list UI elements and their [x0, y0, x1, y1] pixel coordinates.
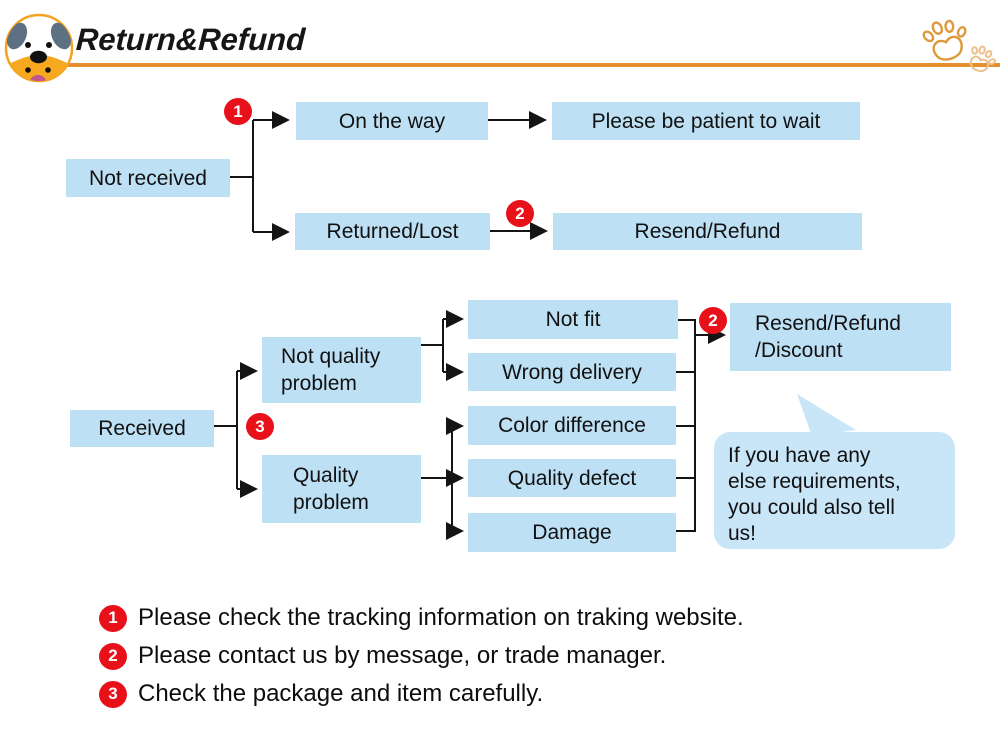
node-not-fit: Not fit	[468, 300, 678, 339]
step-badge-2-outcome: 2	[699, 307, 727, 334]
node-please-be-patient: Please be patient to wait	[552, 102, 860, 140]
paw-prints-icon	[922, 19, 997, 73]
node-on-the-way: On the way	[296, 102, 488, 140]
node-not-quality-problem: Not quality problem	[262, 337, 421, 403]
speech-bubble-line: us!	[728, 522, 757, 545]
node-returned-lost: Returned/Lost	[295, 213, 490, 250]
node-color-difference: Color difference	[468, 406, 676, 445]
node-damage: Damage	[468, 513, 676, 552]
legend-text-2: Please contact us by message, or trade m…	[138, 642, 667, 669]
speech-bubble-line: you could also tell	[728, 496, 895, 519]
node-quality-defect: Quality defect	[468, 459, 676, 497]
legend-badge-1: 1	[99, 604, 127, 632]
speech-bubble-tail	[797, 394, 856, 436]
node-received: Received	[70, 410, 214, 447]
speech-bubble-line: else requirements,	[728, 470, 901, 493]
node-quality-problem: Quality problem	[262, 455, 421, 523]
speech-bubble-line: If you have any	[728, 444, 871, 467]
node-wrong-delivery: Wrong delivery	[468, 353, 676, 391]
legend-badge-3: 3	[99, 680, 127, 708]
step-badge-1: 1	[224, 98, 252, 125]
speech-bubble: If you have any else requirements, you c…	[714, 432, 955, 549]
node-resend-refund: Resend/Refund	[553, 213, 862, 250]
step-badge-2: 2	[506, 200, 534, 227]
node-resend-refund-discount: Resend/Refund /Discount	[730, 303, 951, 371]
header-divider	[64, 63, 1000, 67]
node-not-received: Not received	[66, 159, 230, 197]
legend-badge-2: 2	[99, 642, 127, 670]
legend-item-3: 3 Check the package and item carefully.	[99, 680, 543, 708]
legend-item-2: 2 Please contact us by message, or trade…	[99, 642, 666, 670]
legend-item-1: 1 Please check the tracking information …	[99, 604, 744, 632]
dog-face-icon	[4, 13, 74, 83]
legend-text-1: Please check the tracking information on…	[138, 604, 744, 631]
step-badge-3: 3	[246, 413, 274, 440]
page-title: Return&Refund	[75, 22, 306, 57]
legend-text-3: Check the package and item carefully.	[138, 680, 544, 707]
